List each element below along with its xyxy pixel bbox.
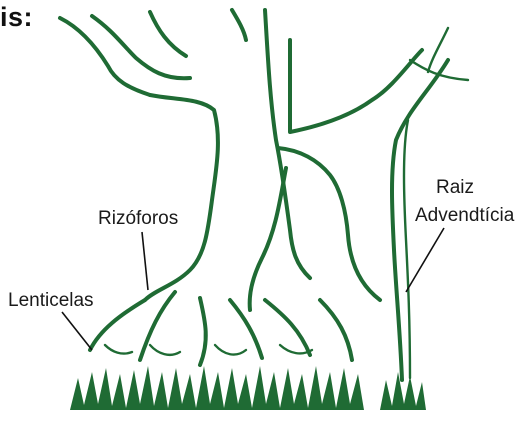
- branch-top-mid: [232, 10, 246, 40]
- label-lenticelas: Lenticelas: [8, 290, 94, 311]
- prop-root-loop-3: [215, 345, 246, 355]
- label-rizoforos: Rizóforos: [98, 208, 178, 229]
- branch-right-arm: [290, 40, 422, 132]
- trunk-inner-left: [250, 168, 286, 310]
- leader-rizoforos: [142, 232, 148, 290]
- prop-root-6: [320, 300, 352, 360]
- prop-root-1: [90, 300, 145, 350]
- leader-raiz: [406, 228, 444, 292]
- ground-grass: [70, 366, 426, 410]
- leader-lenticelas: [62, 312, 92, 350]
- prop-root-2: [140, 292, 175, 360]
- branch-top-left: [150, 12, 186, 56]
- prop-root-5: [265, 300, 310, 355]
- label-adventicia: Advendtícia: [415, 205, 515, 226]
- prop-root-3: [200, 298, 206, 365]
- grass-clump-main: [70, 366, 364, 410]
- prop-roots: [90, 292, 352, 365]
- prop-root-loop-1: [105, 345, 132, 354]
- adventitious-root-inner: [404, 120, 410, 378]
- trunk-left-edge: [145, 95, 218, 300]
- label-raiz: Raiz: [436, 177, 474, 198]
- trunk-inner-split: [278, 148, 380, 300]
- prop-root-loop-2: [150, 345, 180, 355]
